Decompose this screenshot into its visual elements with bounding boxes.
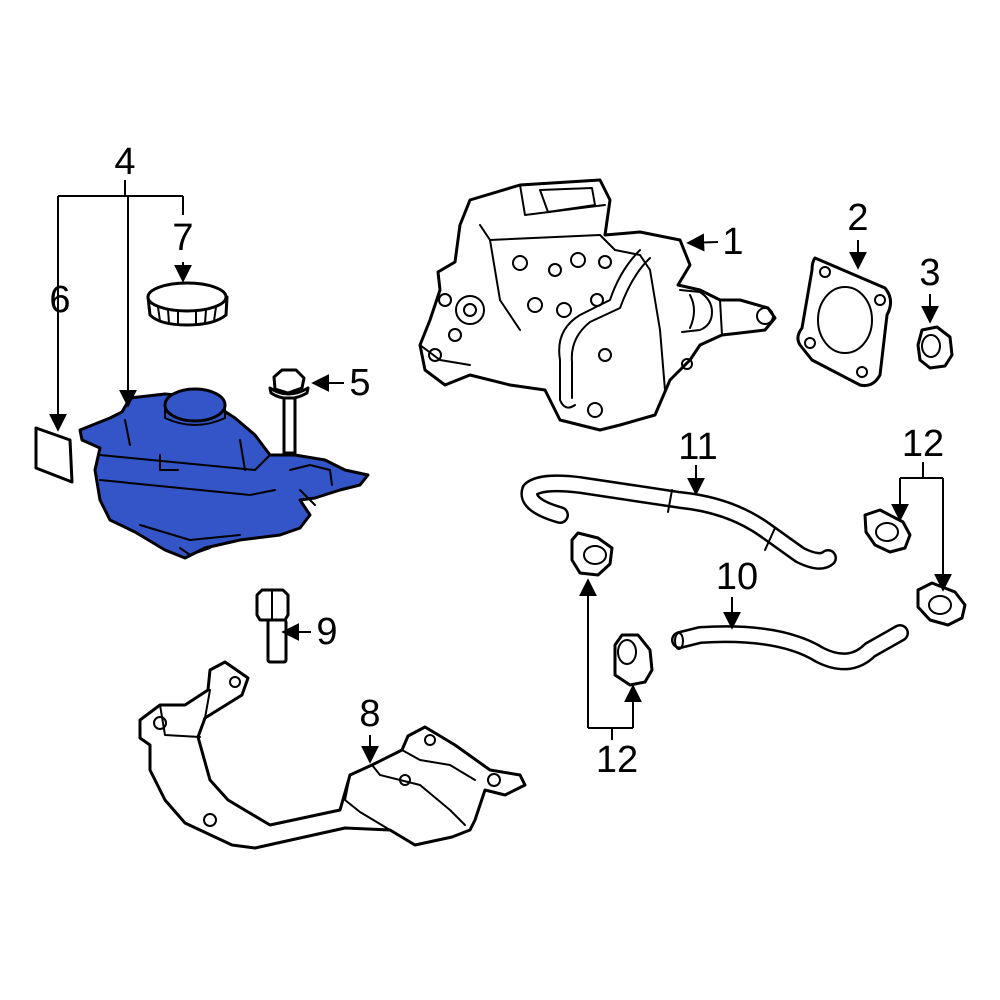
callout-numbers: 1 2 3 4 5 6 7 8 9 10 11 12 12	[49, 141, 944, 781]
hose-clamp-b[interactable]	[613, 633, 654, 687]
nut[interactable]	[916, 325, 954, 370]
hose-clamp-c[interactable]	[863, 508, 912, 554]
bolt-5[interactable]	[268, 368, 310, 455]
hose-clamp-d[interactable]	[916, 581, 967, 627]
callout-6: 6	[49, 279, 70, 321]
callout-1: 1	[722, 221, 743, 263]
gasket[interactable]	[796, 256, 892, 387]
bolt-9[interactable]	[255, 588, 290, 664]
hose-clamp-a[interactable]	[570, 531, 614, 577]
mounting-bracket[interactable]	[138, 660, 527, 850]
callout-12-right: 12	[902, 423, 944, 465]
callout-10: 10	[716, 556, 758, 598]
callout-12-bottom: 12	[596, 739, 638, 781]
hose-10[interactable]	[671, 624, 909, 671]
reservoir-cap[interactable]	[146, 281, 229, 327]
callout-7: 7	[172, 217, 193, 259]
callout-9: 9	[316, 611, 337, 653]
callout-3: 3	[919, 252, 940, 294]
callout-8: 8	[359, 693, 380, 735]
leader-lines	[49, 180, 952, 764]
callout-2: 2	[847, 197, 868, 239]
callout-11: 11	[678, 426, 717, 468]
brake-booster-assembly[interactable]	[418, 178, 777, 432]
brake-fluid-reservoir[interactable]	[78, 387, 370, 560]
hose-11[interactable]	[520, 474, 837, 570]
label-6[interactable]	[34, 426, 74, 484]
callout-5: 5	[349, 362, 370, 404]
callout-4: 4	[114, 141, 135, 183]
